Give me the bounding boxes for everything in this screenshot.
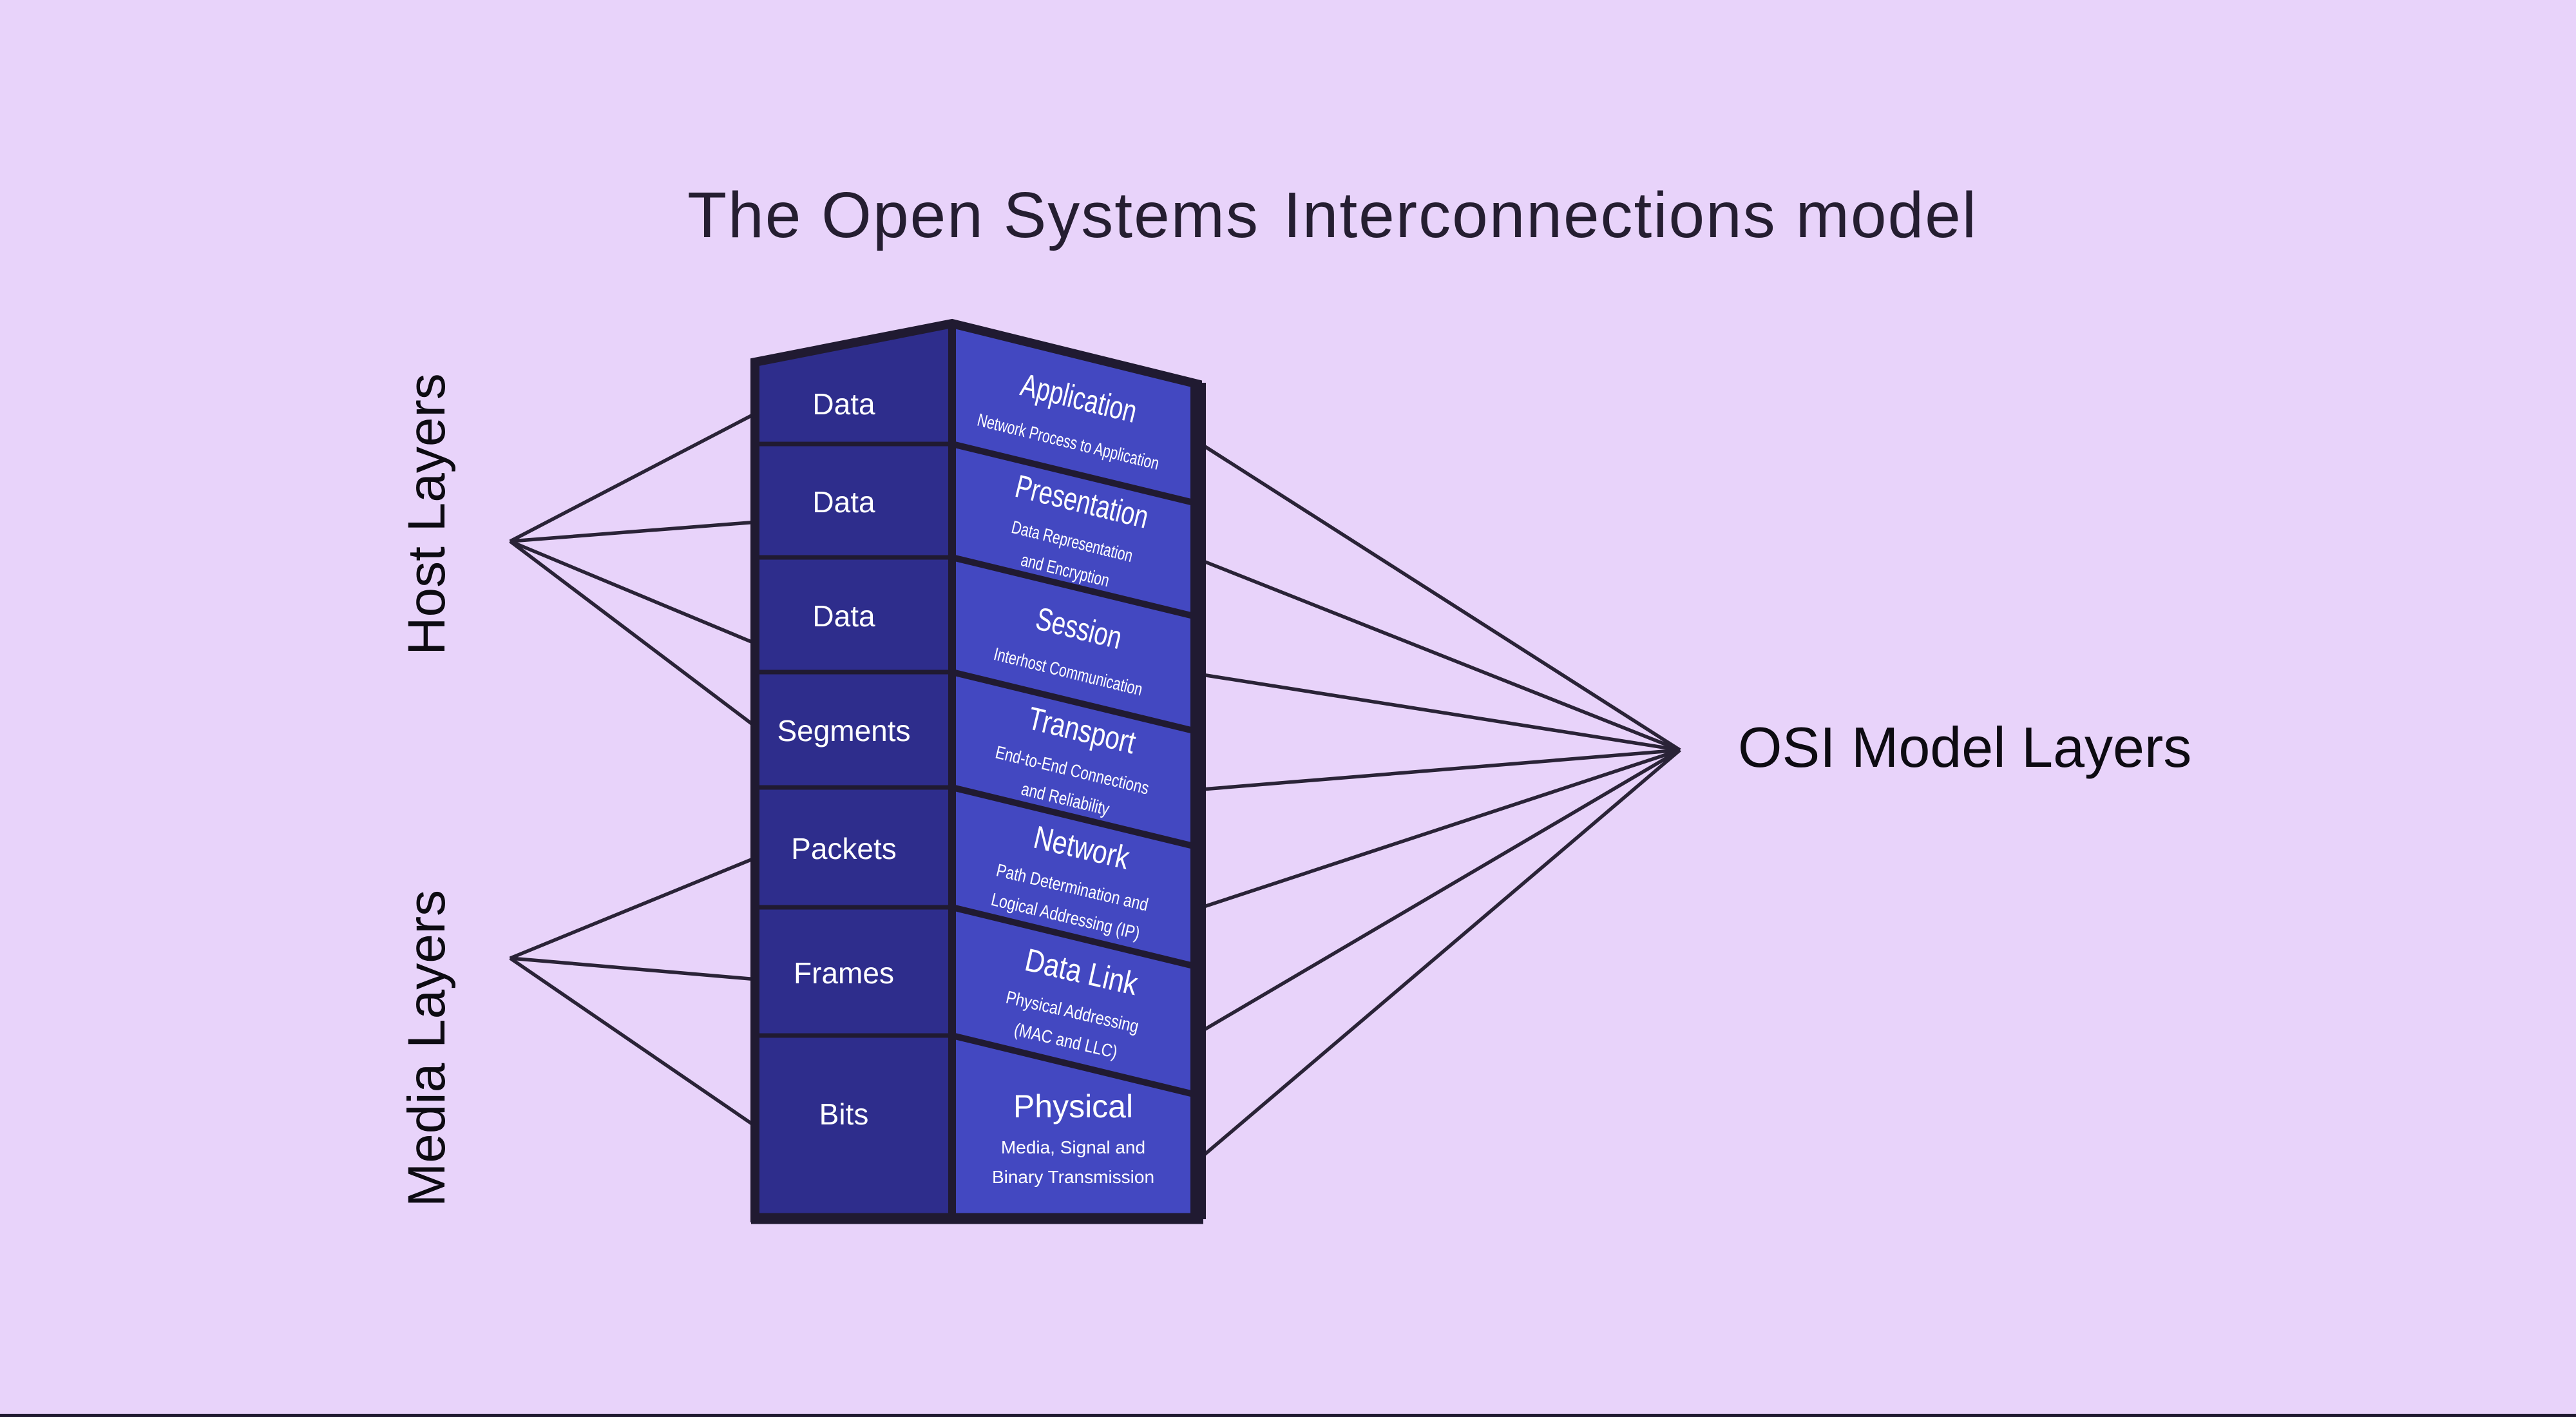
pdu-label-physical: Bits — [819, 1097, 869, 1131]
pdu-label-network: Packets — [791, 832, 897, 865]
row-separator-right-4 — [951, 784, 1197, 850]
media-fan-lines — [509, 855, 759, 1130]
layer-desc-physical-line2: Binary Transmission — [992, 1167, 1154, 1187]
tower-right-face — [952, 323, 1197, 1218]
row-separator-right-6 — [951, 1032, 1197, 1098]
osi-fan-line-4 — [1201, 748, 1681, 791]
osi-fan-line-7 — [1201, 748, 1681, 1159]
osi-fan-line-6 — [1201, 748, 1681, 1033]
row-separator-right-1 — [951, 441, 1197, 506]
bottom-edge-strip — [0, 1414, 2576, 1417]
osi-model-layers-label: OSI Model Layers — [1738, 715, 2191, 779]
host-fan-line-3-4 — [509, 539, 759, 730]
tower-left-face — [755, 323, 952, 1218]
row-separator-right-5 — [951, 904, 1197, 970]
pdu-label-presentation: Data — [812, 485, 875, 519]
media-fan-line-1-2 — [509, 855, 759, 981]
host-fan-line-1-2 — [509, 410, 759, 543]
pdu-label-application: Data — [812, 387, 875, 421]
host-fan-lines — [509, 410, 759, 730]
osi-fan-line-3 — [1201, 673, 1681, 752]
right-face-separators — [951, 441, 1197, 1098]
diagram-title-part1: The Open Systems — [687, 179, 1259, 251]
left-face-separators — [756, 441, 952, 1038]
row-separator-right-3 — [951, 669, 1197, 735]
osi-fan-line-2 — [1201, 559, 1681, 752]
row-separator-right-2 — [951, 554, 1197, 620]
osi-fan-line-5 — [1201, 748, 1681, 909]
pdu-label-transport: Segments — [777, 714, 910, 747]
pdu-label-session: Data — [812, 599, 875, 633]
layer-title-physical: Physical — [1013, 1088, 1133, 1124]
diagram-title-part2: Interconnections model — [1283, 179, 1978, 251]
host-layers-label: Host Layers — [397, 373, 456, 655]
media-fan-line-3 — [509, 956, 759, 1130]
pdu-labels: Data Data Data Segments Packets Frames B… — [777, 387, 910, 1131]
media-layers-label: Media Layers — [397, 890, 456, 1207]
layer-desc-physical-line1: Media, Signal and — [1001, 1137, 1145, 1157]
layer-row-physical: Physical Media, Signal and Binary Transm… — [992, 1088, 1154, 1187]
pdu-label-datalink: Frames — [794, 956, 894, 990]
osi-fan-lines — [1201, 443, 1681, 1159]
osi-fan-line-1 — [1201, 443, 1681, 752]
